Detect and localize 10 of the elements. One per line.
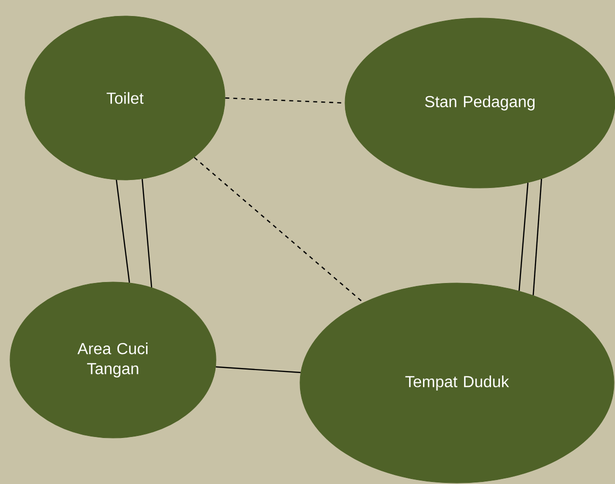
- connector-line: [216, 366, 301, 374]
- ellipse-node: Stan Pedagang: [344, 18, 615, 188]
- ellipse-node: Toilet: [24, 16, 226, 180]
- connector-line: [518, 182, 528, 291]
- connector-line: [142, 178, 152, 288]
- ellipse-node: Tempat Duduk: [300, 282, 614, 484]
- connector-line: [532, 178, 542, 296]
- ellipse-node: Area Cuci Tangan: [10, 282, 216, 438]
- connector-line: [194, 157, 364, 303]
- connector-line: [116, 180, 130, 283]
